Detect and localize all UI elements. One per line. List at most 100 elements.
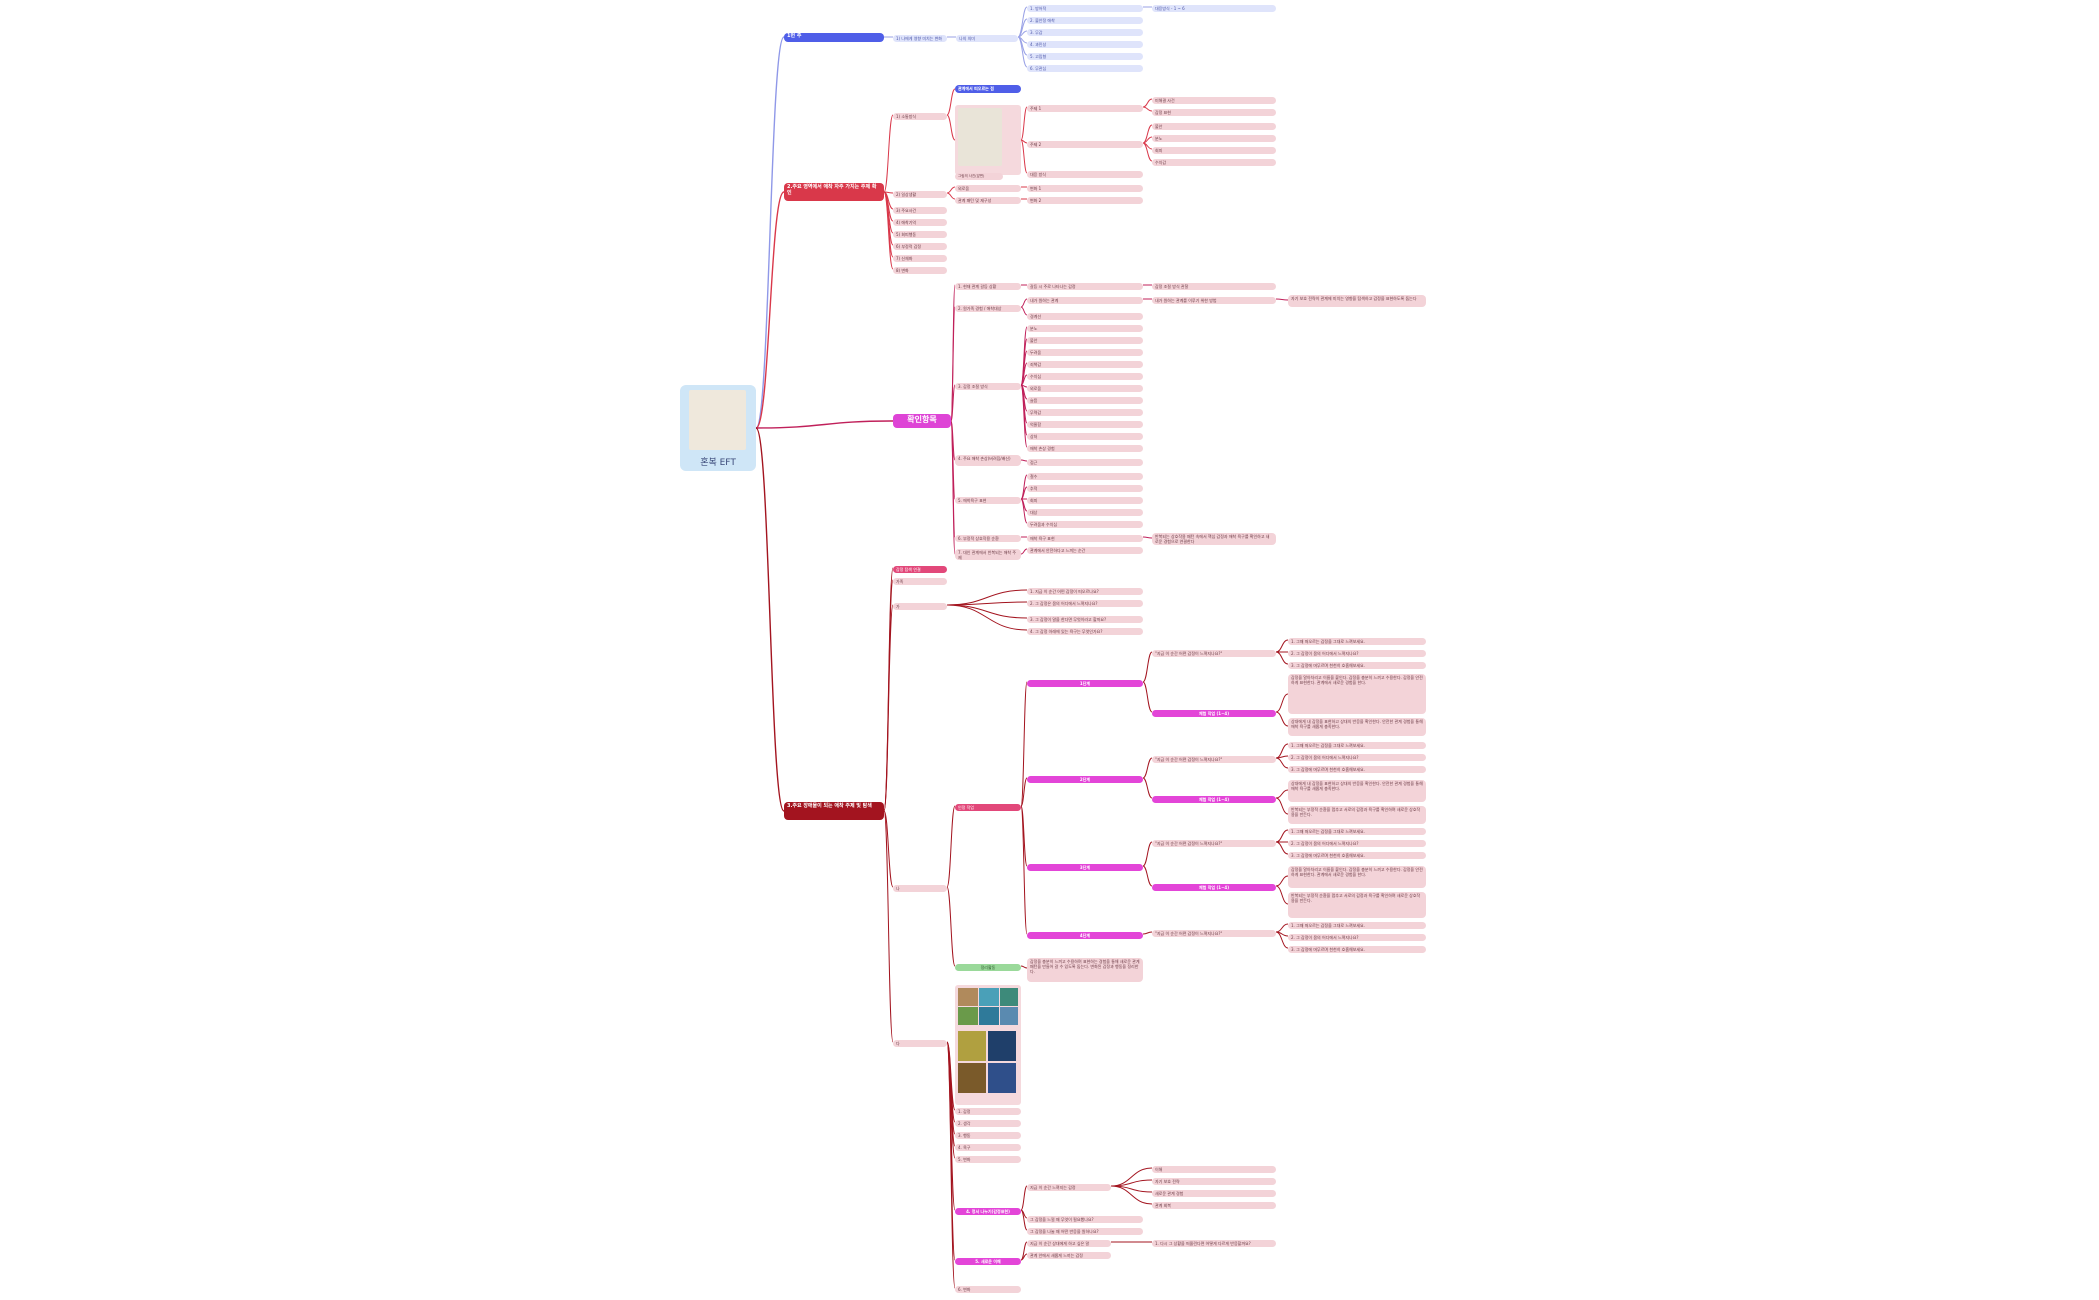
b3-sub[interactable]: 철수 xyxy=(1027,473,1143,480)
b2-item[interactable]: 8) 변화 xyxy=(893,267,947,274)
b3-sub[interactable]: 내가 원하는 관계 xyxy=(1027,297,1143,304)
b2-leaf[interactable]: 불안 xyxy=(1152,123,1276,130)
b4-node[interactable]: 나 xyxy=(893,885,947,892)
connector-line xyxy=(1020,805,1028,867)
b4-tail-sub[interactable]: 자기 보호 전략 xyxy=(1152,1178,1276,1185)
connector-line xyxy=(1142,142,1153,162)
b3-item[interactable]: 6. 부정적 상호작용 순환 xyxy=(955,535,1021,542)
b3-item[interactable]: 4. 주요 애착 손상(버려짐/배신) xyxy=(955,455,1021,466)
b2-item[interactable]: 4) 애착기억 xyxy=(893,219,947,226)
b3-sub[interactable]: 분노 xyxy=(1027,325,1143,332)
root-node[interactable]: 혼복 EFT xyxy=(680,385,756,471)
b3-sub[interactable]: 두려움과 수치심 xyxy=(1027,521,1143,528)
b3-sub[interactable]: 외로움 xyxy=(1027,385,1143,392)
b4-tail-sub[interactable]: 지금 이 순간 느껴지는 감정 xyxy=(1027,1184,1111,1191)
b4-group[interactable]: 3단계 xyxy=(1027,864,1143,871)
b3-sub[interactable]: 추적 xyxy=(1027,485,1143,492)
b3-sub[interactable]: 불안 xyxy=(1027,337,1143,344)
b1-node[interactable]: 1. 방어적 xyxy=(1027,5,1143,12)
b4-node[interactable]: 감정 탐색 연결 xyxy=(893,566,947,573)
connector-line xyxy=(1017,36,1028,56)
b3-sub[interactable]: 갈등 시 주로 나타나는 감정 xyxy=(1027,283,1143,290)
b3-sub[interactable]: 접근 xyxy=(1027,459,1143,466)
b4-green[interactable]: 정리활동 xyxy=(955,964,1021,971)
b2-item[interactable]: 1) 소통방식 xyxy=(893,113,947,120)
b3-sub[interactable]: 수치심 xyxy=(1027,373,1143,380)
b3-sub[interactable]: 무력감 xyxy=(1027,409,1143,416)
branch-2-title[interactable]: 2.주요 영역에서 애착 자주 가지는 주제 확인 xyxy=(784,183,884,201)
b1-node[interactable]: 6. 무관심 xyxy=(1027,65,1143,72)
b4-node[interactable]: 가족 xyxy=(893,578,947,585)
b4-tail-sub[interactable]: 관계 안에서 새롭게 느끼는 감정 xyxy=(1027,1252,1111,1259)
b2-item[interactable]: 3) 주요사건 xyxy=(893,207,947,214)
b3-sub[interactable]: 애착 욕구 표현 xyxy=(1027,535,1143,542)
b1-node[interactable]: 4. 과민성 xyxy=(1027,41,1143,48)
b4-node[interactable]: 인정 작업 xyxy=(955,804,1021,811)
b3-item[interactable]: 3. 감정 조절 방식 xyxy=(955,383,1021,390)
b4-tail-sub[interactable]: 새로운 관계 경험 xyxy=(1152,1190,1276,1197)
b4-group[interactable]: 2단계 xyxy=(1027,776,1143,783)
b2-leaf[interactable]: 변화 2 xyxy=(1027,197,1143,204)
b4-tail[interactable]: 5. 새로운 이해 xyxy=(955,1258,1021,1265)
b1-node[interactable]: 5. 고립형 xyxy=(1027,53,1143,60)
b4-group[interactable]: 4단계 xyxy=(1027,932,1143,939)
b2-leaf[interactable]: 회피 xyxy=(1152,147,1276,154)
b2-sub[interactable]: 주제 1 xyxy=(1027,105,1143,112)
connector-line xyxy=(950,420,956,461)
b3-sub[interactable]: 대상 xyxy=(1027,509,1143,516)
b4-node[interactable]: 가 xyxy=(893,603,947,610)
b4-tail-sub[interactable]: 그 감정을 느낄 때 무엇이 필요했나요? xyxy=(1027,1216,1143,1223)
b4-tail-sub[interactable]: 지금 이 순간 상대에게 하고 싶은 말 xyxy=(1027,1240,1111,1247)
b2-leaf[interactable]: 미해결 사건 xyxy=(1152,97,1276,104)
b3-item[interactable]: 2. 원가족 경험 / 애착대상 xyxy=(955,305,1021,312)
b4-tail[interactable]: 4. 욕구 xyxy=(955,1144,1021,1151)
b3-sub[interactable]: 회피 xyxy=(1027,497,1143,504)
b3-item[interactable]: 1. 현재 관계 갈등 상황 xyxy=(955,283,1021,290)
branch-3-title[interactable]: 확인항목 xyxy=(893,414,951,428)
b3-item[interactable]: 5. 애착욕구 표현 xyxy=(955,497,1021,504)
b1-node[interactable]: 대응방식 ‑ 1 ~ 6 xyxy=(1152,5,1276,12)
b4-tail[interactable]: 4. 정서 나누기(감정표현) xyxy=(955,1208,1021,1215)
b4-tail[interactable]: 6. 변화 xyxy=(955,1286,1021,1293)
b2-sub[interactable]: 대응 방식 xyxy=(1027,171,1143,178)
b3-sub[interactable]: 슬픔 xyxy=(1027,397,1143,404)
branch-4-title[interactable]: 3.주요 장애물이 되는 애착 주제 및 탐색 xyxy=(784,802,884,820)
b3-sub[interactable]: 죄책감 xyxy=(1027,361,1143,368)
b1-node[interactable]: 2. 불안정 애착 xyxy=(1027,17,1143,24)
b3-sub[interactable]: 관계에서 안전하다고 느끼는 순간 xyxy=(1027,547,1143,554)
b3-sub[interactable]: 두려움 xyxy=(1027,349,1143,356)
b3-item[interactable]: 7. 대인 관계에서 반복되는 애착 주제 xyxy=(955,549,1021,560)
b4-node[interactable]: 다 xyxy=(893,1040,947,1047)
b1-node[interactable]: 3. 무감 xyxy=(1027,29,1143,36)
b4-subgroup[interactable]: 체험 작업 (1~4) xyxy=(1152,796,1276,803)
b4-tail-sub[interactable]: 그 감정을 나눌 때 어떤 반응을 원하나요? xyxy=(1027,1228,1143,1235)
b1-node[interactable]: 나의 의미 xyxy=(956,35,1018,42)
b2-leaf[interactable]: 관계 패턴 및 재구성 xyxy=(955,197,1021,204)
b4-tail[interactable]: 5. 변화 xyxy=(955,1156,1021,1163)
b2-item[interactable]: 7) 신체화 xyxy=(893,255,947,262)
b4-tail[interactable]: 3. 행동 xyxy=(955,1132,1021,1139)
b4-tail[interactable]: 2. 생각 xyxy=(955,1120,1021,1127)
b2-item[interactable]: 5) 회피행동 xyxy=(893,231,947,238)
b2-leaf[interactable]: 분노 xyxy=(1152,135,1276,142)
b3-sub[interactable]: 경계선 xyxy=(1027,313,1143,320)
branch-1-title[interactable]: 1번 주 xyxy=(784,33,884,42)
b3-sub[interactable]: 애착 손상 경험 xyxy=(1027,445,1143,452)
b2-item[interactable]: 6) 부정적 감정 xyxy=(893,243,947,250)
b2-leaf[interactable]: 감정 표현 xyxy=(1152,109,1276,116)
b4-tail[interactable]: 1. 감정 xyxy=(955,1108,1021,1115)
b2-header[interactable]: 관계에서 떠오르는 점 xyxy=(955,85,1021,93)
b2-leaf[interactable]: 외로움 xyxy=(955,185,1021,192)
b4-group[interactable]: 1단계 xyxy=(1027,680,1143,687)
b1-node[interactable]: 1) 나에게 영향 미치는 변화 xyxy=(893,35,947,42)
b2-sub[interactable]: 주제 2 xyxy=(1027,141,1143,148)
b4-tail-sub[interactable]: 이해 xyxy=(1152,1166,1276,1173)
b2-item[interactable]: 2) 일상생활 xyxy=(893,191,947,198)
b2-leaf[interactable]: 변화 1 xyxy=(1027,185,1143,192)
b4-subgroup[interactable]: 체험 작업 (1~4) xyxy=(1152,884,1276,891)
b4-subgroup[interactable]: 체험 작업 (1~4) xyxy=(1152,710,1276,717)
b3-sub[interactable]: 억울함 xyxy=(1027,421,1143,428)
b4-tail-sub[interactable]: 관계 회복 xyxy=(1152,1202,1276,1209)
b3-sub[interactable]: 상처 xyxy=(1027,433,1143,440)
b2-leaf[interactable]: 수치감 xyxy=(1152,159,1276,166)
